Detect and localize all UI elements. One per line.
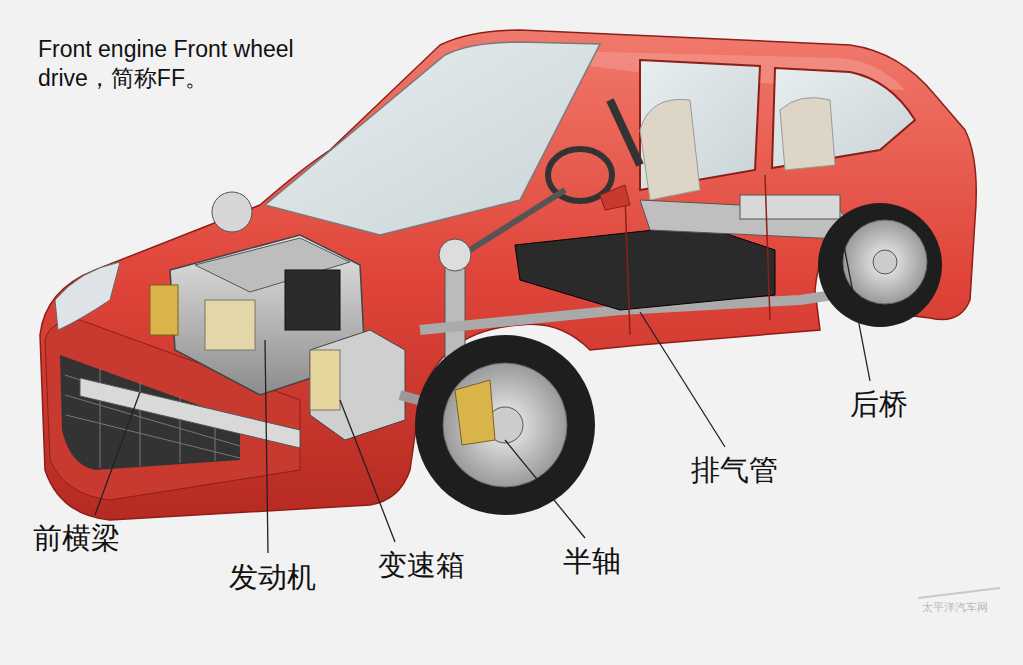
mirror: [600, 185, 630, 210]
door-line: [625, 175, 770, 335]
rear-hub: [873, 250, 897, 274]
part-label: 变速箱: [375, 548, 468, 582]
gearbox: [310, 330, 405, 440]
rear-axle-beam: [740, 195, 840, 219]
air-filter: [212, 192, 252, 232]
brake-caliper: [455, 380, 495, 445]
part-label: 后桥: [847, 387, 911, 421]
headlight: [55, 262, 120, 330]
diagram-title: Front engine Front wheel drive，简称FF。: [38, 35, 300, 93]
engine-mount: [150, 285, 178, 335]
fuel-tank: [515, 225, 775, 310]
pipe: [610, 100, 640, 165]
car-body: [40, 30, 976, 520]
strut-top: [439, 239, 471, 271]
front-tyre: [415, 335, 595, 515]
seat: [780, 98, 835, 170]
front-disc: [443, 363, 567, 487]
gearbox-part: [310, 350, 340, 410]
rear-disc: [843, 220, 927, 304]
part-label: 发动机: [226, 560, 319, 594]
windshield: [265, 42, 600, 235]
part-label: 前横梁: [30, 521, 123, 555]
watermark: 太平洋汽车网: [922, 600, 988, 615]
rear-tyre: [818, 203, 942, 327]
part-label: 排气管: [688, 453, 781, 487]
watermark-logo: [918, 588, 1000, 598]
engine-part: [205, 300, 255, 350]
part-label: 半轴: [560, 544, 624, 578]
engine-part: [285, 270, 340, 330]
seat: [640, 99, 700, 200]
leader-lines: [95, 225, 870, 553]
